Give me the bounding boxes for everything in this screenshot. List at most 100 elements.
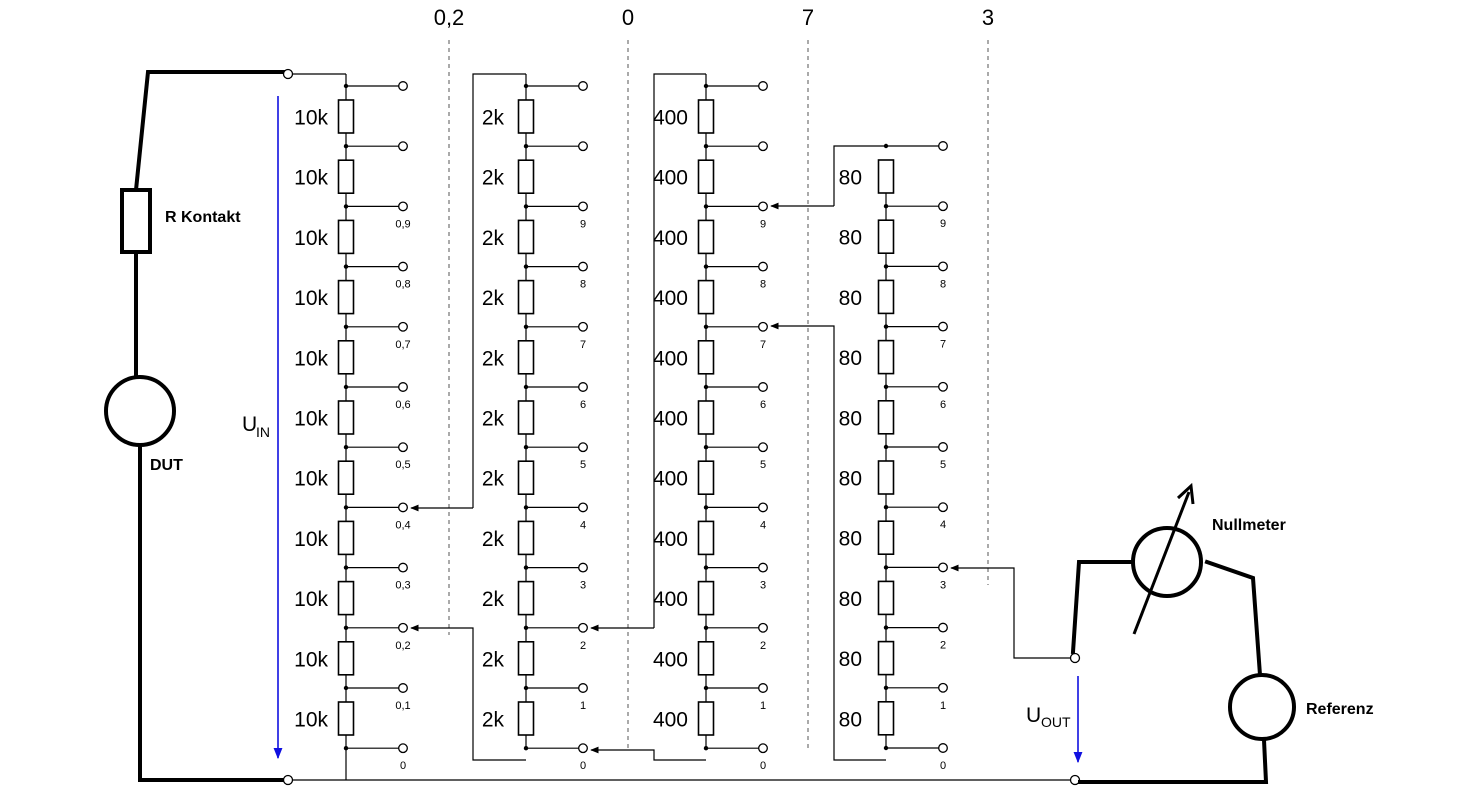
tap-position-label: 6 xyxy=(940,399,946,411)
ladder-resistor xyxy=(697,460,715,496)
digit-readout: 0,2 0 7 3 xyxy=(434,5,994,30)
ladder-resistor xyxy=(877,520,895,556)
u-out-label: U xyxy=(1026,704,1041,727)
junction-dot xyxy=(523,324,529,329)
wiper-d4-top-route xyxy=(833,145,886,206)
ladder-resistor xyxy=(517,701,535,736)
ladder-resistor xyxy=(877,339,895,375)
tap-position-label: 0 xyxy=(400,760,406,772)
tap-position-label: 0,4 xyxy=(395,519,410,531)
resistor-value-label: 2k xyxy=(482,709,505,732)
resistor-value-label: 10k xyxy=(294,528,328,551)
tap-position-label: 8 xyxy=(760,279,766,291)
ladder-resistor xyxy=(517,159,535,194)
nullmeter-label: Nullmeter xyxy=(1212,517,1286,534)
resistor-value-label: 80 xyxy=(839,468,862,491)
tap-terminal xyxy=(758,321,768,332)
resistor-value-label: 80 xyxy=(839,648,862,671)
resistor-value-label: 400 xyxy=(653,227,688,250)
ladder-resistor xyxy=(337,460,355,496)
resistor-value-label: 80 xyxy=(839,708,862,731)
ladder-resistor xyxy=(877,580,895,616)
ladder-resistor xyxy=(697,159,715,194)
wiper-d3-top-route xyxy=(653,73,706,628)
ladder-resistor xyxy=(697,400,715,435)
top-thick-wire xyxy=(133,70,289,193)
tap-position-label: 0,3 xyxy=(395,580,410,592)
resistor-value-label: 10k xyxy=(294,648,328,671)
junction-dot xyxy=(343,384,349,390)
nullmeter-symbol xyxy=(1131,526,1203,598)
ladder-resistor xyxy=(697,99,715,134)
tap-position-label: 0 xyxy=(580,760,586,772)
tap-position-label: 4 xyxy=(940,519,946,531)
ladder-resistor xyxy=(877,159,895,194)
ladder-resistor xyxy=(697,279,715,315)
tap-terminal xyxy=(938,502,948,513)
tap-position-label: 0,1 xyxy=(395,700,410,712)
junction-dot xyxy=(703,685,709,691)
resistor-value-label: 80 xyxy=(839,528,862,551)
tap-terminal xyxy=(398,683,408,693)
wiper-connections xyxy=(410,73,1074,761)
ladder-resistor xyxy=(517,219,535,255)
u-in-indicator: U IN xyxy=(242,96,283,760)
tap-terminal xyxy=(398,261,408,272)
referenz-label: Referenz xyxy=(1306,701,1374,718)
junction-dot xyxy=(343,685,349,691)
tap-position-label: 0,7 xyxy=(395,339,410,351)
tap-position-label: 6 xyxy=(580,399,586,411)
ladder-resistor xyxy=(517,400,535,435)
output-terminal-top xyxy=(1069,652,1081,664)
ladder-resistor xyxy=(337,400,355,435)
tap-position-label: 4 xyxy=(580,519,586,531)
junction-dot xyxy=(523,264,529,269)
tap-terminal xyxy=(758,502,768,513)
junction-dot xyxy=(703,264,709,269)
resistor-value-label: 400 xyxy=(653,648,688,671)
tap-terminal xyxy=(938,622,948,633)
resistor-value-label: 400 xyxy=(653,408,688,431)
tap-terminal xyxy=(758,683,768,693)
tap-position-label: 4 xyxy=(760,519,766,531)
ladder-resistor xyxy=(877,279,895,315)
u-in-label: U xyxy=(242,413,257,436)
junction-dot xyxy=(343,264,349,269)
junction-dot xyxy=(703,565,709,570)
junction-dot xyxy=(523,565,529,570)
tap-position-label: 1 xyxy=(940,700,946,712)
junction-dot xyxy=(523,445,529,450)
tap-terminal xyxy=(938,201,948,212)
decade-ladders: 0,90,80,70,60,50,40,30,20,1010k10k10k10k… xyxy=(294,74,948,772)
resistor-value-label: 400 xyxy=(653,167,688,190)
resistor-value-label: 10k xyxy=(294,347,328,370)
ladder-resistor xyxy=(877,399,895,435)
resistor-value-label: 80 xyxy=(839,227,862,250)
resistor-value-label: 400 xyxy=(653,107,688,130)
tap-position-label: 2 xyxy=(580,640,586,652)
resistor-value-label: 80 xyxy=(839,167,862,190)
tap-terminal xyxy=(758,442,768,453)
junction-dot xyxy=(883,745,889,751)
wiper-d4-bottom xyxy=(770,322,886,761)
u-out-indicator: U OUT xyxy=(1026,676,1083,764)
resistor-value-label: 10k xyxy=(294,408,328,431)
wiper-d2-bottom xyxy=(410,624,526,761)
tap-terminal xyxy=(398,382,408,392)
tap-terminal xyxy=(758,141,768,152)
tap-position-label: 9 xyxy=(580,218,586,230)
tap-position-label: 5 xyxy=(760,459,766,471)
tap-position-label: 8 xyxy=(940,278,946,290)
junction-dot xyxy=(343,204,349,209)
resistor-value-label: 10k xyxy=(294,167,328,190)
u-in-subscript: IN xyxy=(256,424,270,440)
resistor-value-label: 2k xyxy=(482,287,505,310)
junction-dot xyxy=(703,746,709,751)
resistor-value-label: 10k xyxy=(294,588,328,611)
referenz-source-symbol xyxy=(1228,673,1296,741)
junction-dot xyxy=(523,384,529,390)
junction-dot xyxy=(883,264,889,269)
digit-2: 0 xyxy=(622,5,634,30)
nullmeter-arrowhead xyxy=(1176,482,1195,505)
